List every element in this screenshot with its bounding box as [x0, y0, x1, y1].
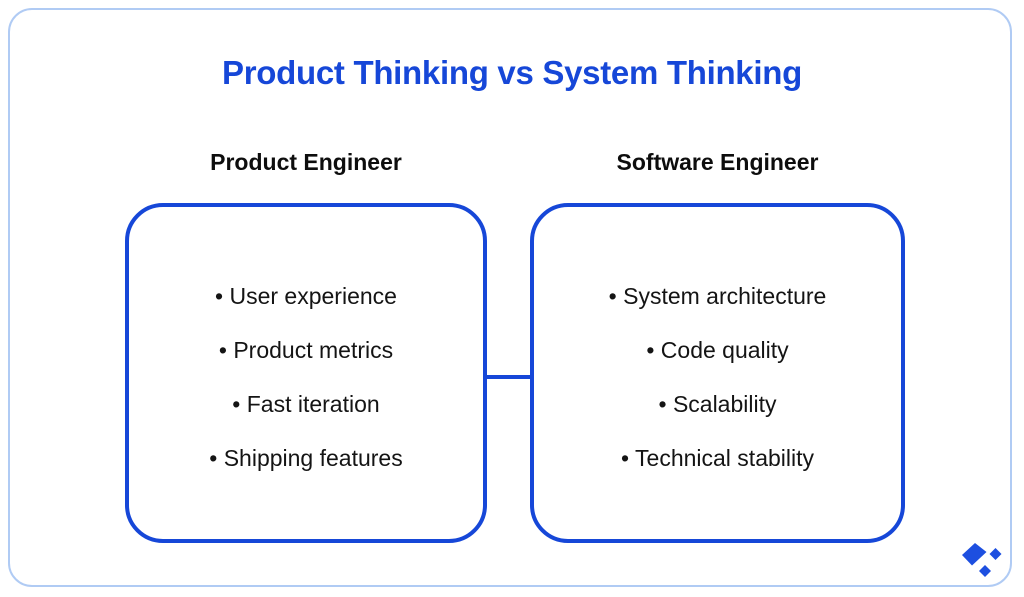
column-header-product-engineer: Product Engineer — [210, 149, 402, 175]
outer-frame — [8, 8, 1012, 587]
list-item: • System architecture — [608, 282, 827, 309]
column-header-software-engineer: Software Engineer — [616, 149, 819, 175]
list-item: • Product metrics — [218, 336, 394, 363]
software-engineer-list: • System architecture • Code quality • Sca… — [609, 283, 827, 472]
list-item: • Technical stability — [621, 444, 814, 471]
list-item: • Code quality — [646, 336, 789, 363]
diamonds-logo-icon — [962, 543, 1002, 577]
page-title: Product Thinking vs System Thinking — [222, 54, 802, 91]
list-item: • Fast iteration — [232, 390, 380, 417]
product-engineer-list: • User experience • Product metrics • Fast… — [209, 283, 402, 472]
list-item: • Scalability — [658, 390, 777, 417]
list-item: • Shipping features — [209, 444, 403, 471]
list-item: • User experience — [215, 282, 397, 309]
software-engineer-box: • System architecture • Code quality • Sca… — [530, 203, 905, 543]
product-engineer-box: • User experience • Product metrics • Fast… — [125, 203, 487, 543]
connector-line — [487, 375, 530, 379]
